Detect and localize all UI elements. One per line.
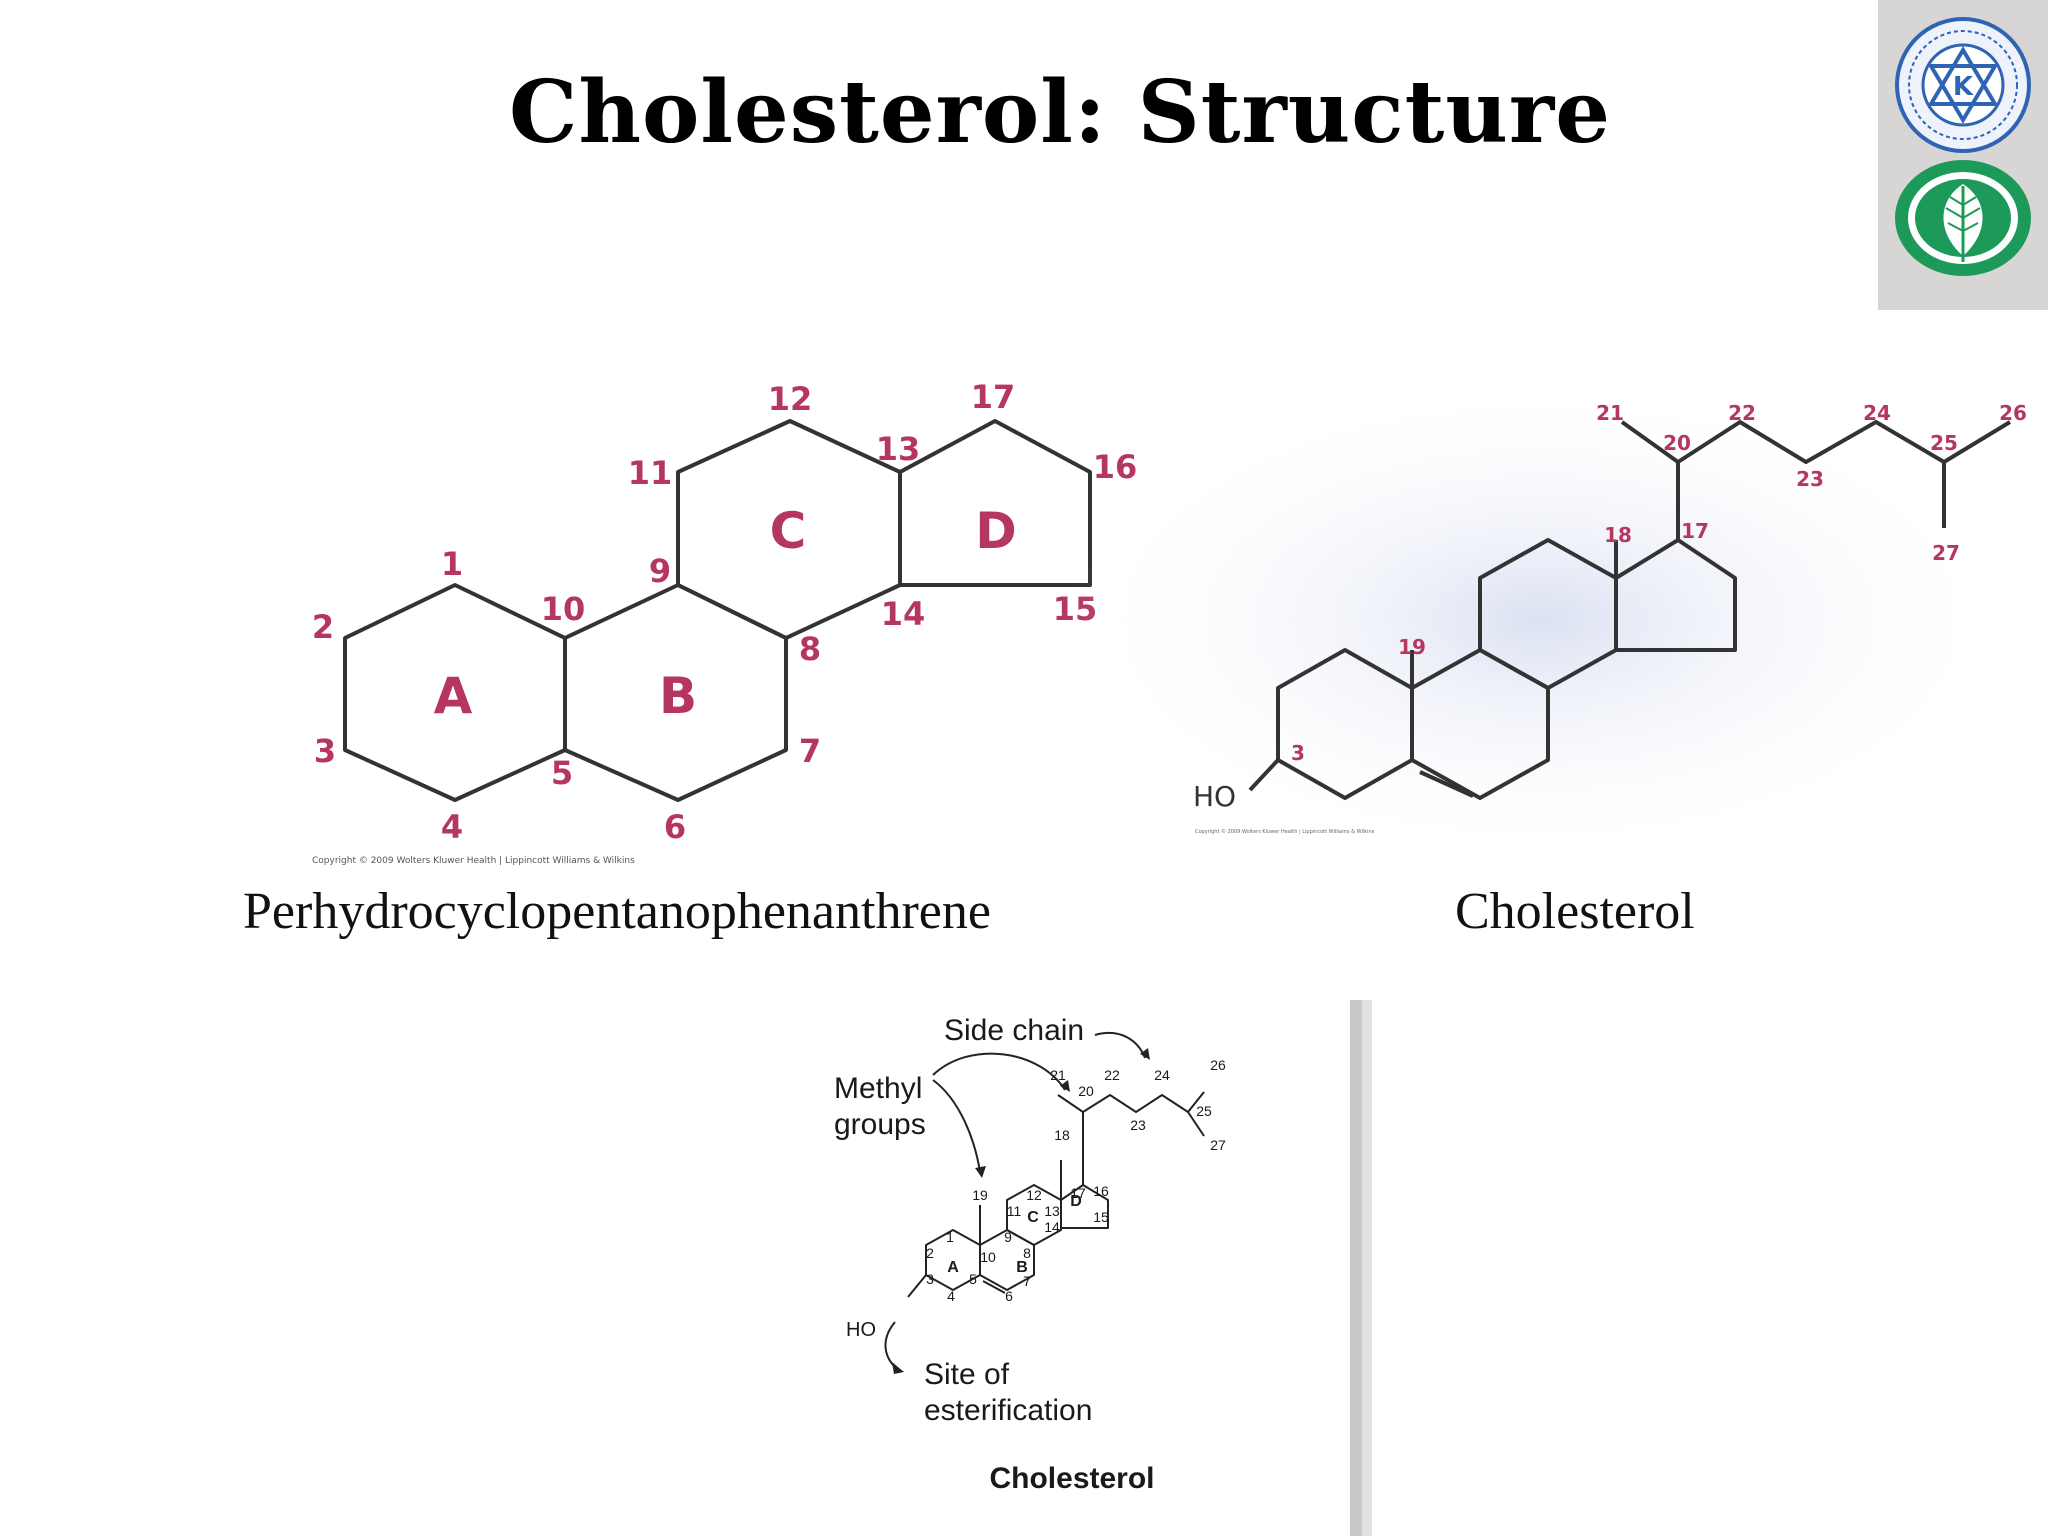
a-atom-26: 26 bbox=[1210, 1057, 1226, 1073]
c-atom-19: 19 bbox=[1398, 635, 1426, 659]
ring-label-c: C bbox=[770, 502, 807, 560]
a-atom-9: 9 bbox=[1004, 1229, 1012, 1245]
arrow-heads bbox=[892, 1048, 1150, 1374]
a-atom-7: 7 bbox=[1023, 1273, 1031, 1289]
a-atom-16: 16 bbox=[1093, 1183, 1109, 1199]
logo-panel: K bbox=[1878, 0, 2048, 310]
ester-label-line1: Site of bbox=[924, 1358, 1010, 1391]
a-atom-1: 1 bbox=[946, 1229, 954, 1245]
c-atom-17: 17 bbox=[1681, 519, 1709, 543]
atom-3: 3 bbox=[314, 732, 336, 770]
a-atom-22: 22 bbox=[1104, 1067, 1120, 1083]
ring-label-d: D bbox=[975, 502, 1017, 560]
atom-13: 13 bbox=[876, 430, 921, 468]
svg-text:K: K bbox=[1953, 72, 1974, 102]
atom-17: 17 bbox=[971, 378, 1016, 416]
annotated-figure-title: Cholesterol bbox=[989, 1462, 1154, 1495]
a-atom-12: 12 bbox=[1026, 1187, 1042, 1203]
ester-label-line2: esterification bbox=[924, 1394, 1092, 1427]
a-atom-18: 18 bbox=[1054, 1127, 1070, 1143]
c-atom-20: 20 bbox=[1663, 431, 1691, 455]
cholesterol-copyright: Copyright © 2009 Wolters Kluwer Health |… bbox=[1195, 828, 1375, 835]
atom-16: 16 bbox=[1093, 448, 1138, 486]
atom-2: 2 bbox=[312, 608, 334, 646]
annotated-cholesterol-diagram: 1 2 3 4 5 6 7 8 9 10 11 12 13 14 15 16 1… bbox=[834, 1014, 1226, 1495]
annotated-hydroxyl: HO bbox=[846, 1319, 876, 1341]
c-atom-21: 21 bbox=[1596, 401, 1624, 425]
a-atom-11: 11 bbox=[1007, 1203, 1022, 1219]
seal-logo: K bbox=[1895, 17, 2031, 153]
institution-logos: K bbox=[1895, 17, 2031, 276]
c-atom-23: 23 bbox=[1796, 467, 1824, 491]
methyl-label-line2: groups bbox=[834, 1108, 926, 1141]
a-ring-label-a: A bbox=[947, 1259, 959, 1276]
a-ring-label-c: C bbox=[1027, 1209, 1039, 1226]
a-atom-8: 8 bbox=[1023, 1245, 1031, 1261]
a-atom-14: 14 bbox=[1044, 1219, 1060, 1235]
cholesterol-atom-numbers: 3 17 18 19 20 21 22 23 24 25 26 27 bbox=[1291, 401, 2027, 765]
cholesterol-hydroxyl: HO bbox=[1193, 780, 1236, 813]
atom-8: 8 bbox=[799, 630, 821, 668]
nucleus-rings bbox=[343, 419, 1092, 802]
cholesterol-rings bbox=[1248, 420, 2012, 800]
atom-10: 10 bbox=[541, 590, 586, 628]
methyl-label-line1: Methyl bbox=[834, 1072, 922, 1105]
atom-7: 7 bbox=[799, 732, 821, 770]
nucleus-ring-labels: A B C D bbox=[434, 502, 1017, 725]
a-atom-20: 20 bbox=[1078, 1083, 1094, 1099]
a-atom-15: 15 bbox=[1093, 1209, 1109, 1225]
a-atom-6: 6 bbox=[1005, 1288, 1013, 1304]
nucleus-copyright: Copyright © 2009 Wolters Kluwer Health |… bbox=[312, 856, 635, 866]
background-glow bbox=[1070, 380, 2010, 860]
ring-label-a: A bbox=[434, 667, 473, 725]
a-atom-19: 19 bbox=[972, 1187, 988, 1203]
a-atom-3: 3 bbox=[926, 1271, 934, 1287]
a-atom-2: 2 bbox=[926, 1245, 934, 1261]
a-atom-21: 21 bbox=[1050, 1067, 1066, 1083]
caption-nucleus: Perhydrocyclopentanophenanthrene bbox=[243, 883, 991, 940]
atom-5: 5 bbox=[551, 754, 573, 792]
a-atom-27: 27 bbox=[1210, 1137, 1226, 1153]
a-atom-24: 24 bbox=[1154, 1067, 1170, 1083]
slide-title: Cholesterol: Structure bbox=[509, 62, 1611, 163]
a-atom-25: 25 bbox=[1196, 1103, 1212, 1119]
atom-12: 12 bbox=[768, 380, 813, 418]
ring-label-b: B bbox=[659, 667, 697, 725]
c-atom-26: 26 bbox=[1999, 401, 2027, 425]
a-ring-label-d: D bbox=[1070, 1193, 1082, 1210]
a-atom-17: 17 bbox=[1070, 1185, 1086, 1201]
atom-11: 11 bbox=[628, 454, 673, 492]
a-ring-label-b: B bbox=[1016, 1259, 1028, 1276]
annotation-arrows bbox=[884, 1032, 1146, 1371]
annotated-atom-numbers: 1 2 3 4 5 6 7 8 9 10 11 12 13 14 15 16 1… bbox=[926, 1057, 1226, 1304]
c-atom-25: 25 bbox=[1930, 431, 1958, 455]
annotated-rings bbox=[907, 1091, 1205, 1298]
c-atom-18: 18 bbox=[1604, 523, 1632, 547]
annotated-cholesterol-panel: 1 2 3 4 5 6 7 8 9 10 11 12 13 14 15 16 1… bbox=[820, 1000, 1350, 1536]
c-atom-27: 27 bbox=[1932, 541, 1960, 565]
c-atom-22: 22 bbox=[1728, 401, 1756, 425]
a-atom-5: 5 bbox=[969, 1271, 977, 1287]
annotated-ring-labels: A B C D bbox=[947, 1193, 1082, 1276]
a-atom-13: 13 bbox=[1044, 1203, 1060, 1219]
atom-1: 1 bbox=[441, 545, 463, 583]
c-atom-3: 3 bbox=[1291, 741, 1305, 765]
a-atom-10: 10 bbox=[980, 1249, 996, 1265]
leaf-logo bbox=[1895, 160, 2031, 276]
atom-14: 14 bbox=[881, 595, 926, 633]
caption-cholesterol: Cholesterol bbox=[1455, 883, 1695, 940]
a-atom-23: 23 bbox=[1130, 1117, 1146, 1133]
atom-6: 6 bbox=[664, 808, 686, 846]
side-chain-label: Side chain bbox=[944, 1014, 1084, 1047]
atom-9: 9 bbox=[649, 552, 671, 590]
atom-4: 4 bbox=[441, 808, 463, 846]
c-atom-24: 24 bbox=[1863, 401, 1891, 425]
a-atom-4: 4 bbox=[947, 1288, 955, 1304]
